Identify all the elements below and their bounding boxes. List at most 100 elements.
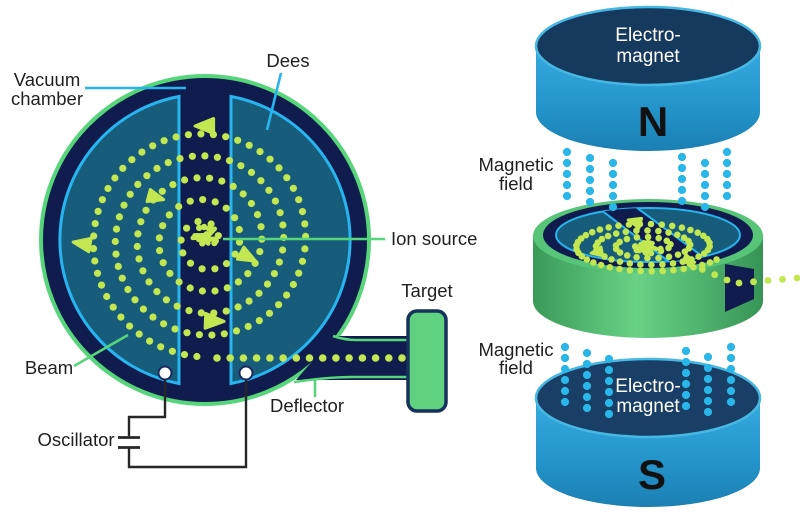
iso-scribble: [633, 239, 664, 257]
dot: [225, 157, 234, 165]
dot: [271, 197, 279, 205]
dot: [176, 155, 184, 163]
dot: [211, 265, 219, 273]
dot: [245, 297, 253, 305]
dot: [608, 256, 615, 263]
dot: [245, 141, 253, 149]
dot: [298, 257, 307, 265]
dot: [398, 354, 406, 362]
electrode-dot-right: [238, 365, 254, 381]
dot: [604, 354, 614, 364]
dot: [153, 164, 161, 172]
dot: [626, 260, 634, 267]
dot: [655, 234, 662, 242]
dot: [134, 180, 142, 188]
beam-channel: [296, 336, 412, 380]
dot: [318, 354, 327, 362]
dot: [194, 218, 202, 226]
dot: [562, 158, 572, 168]
dot: [239, 354, 248, 362]
dot: [623, 252, 631, 259]
dot: [139, 267, 147, 275]
dot: [153, 288, 161, 296]
north-pole-label: N: [638, 98, 668, 145]
dot: [186, 197, 194, 205]
dot: [143, 172, 151, 180]
dot: [184, 131, 192, 139]
dot: [677, 174, 687, 184]
dot: [665, 229, 672, 236]
dot: [89, 245, 98, 253]
dot: [104, 184, 112, 193]
dot: [183, 329, 191, 337]
dot: [604, 376, 614, 386]
dot: [155, 234, 163, 242]
dot: [213, 354, 221, 362]
dot: [562, 147, 572, 157]
dot: [655, 254, 662, 262]
dot: [183, 224, 191, 232]
dot: [149, 313, 157, 321]
dot: [295, 269, 303, 277]
dot: [111, 237, 119, 246]
electromagnet-top-face: [534, 5, 762, 87]
dot: [562, 180, 572, 190]
dot: [158, 187, 166, 195]
dot: [615, 222, 622, 229]
dot: [226, 354, 234, 362]
dot: [237, 162, 245, 170]
dot: [139, 305, 147, 313]
dot: [266, 155, 274, 163]
dot: [211, 198, 219, 206]
cyclotron-top-view: Vacuum chamber Dees Ion source Target Be…: [11, 50, 477, 469]
dot: [608, 158, 618, 168]
dot: [93, 269, 102, 277]
dot: [253, 211, 262, 219]
dot: [582, 392, 592, 402]
beam-direction-arrow: [203, 311, 226, 330]
dot: [703, 363, 713, 373]
dot: [560, 364, 570, 374]
dot: [560, 397, 570, 407]
dot: [179, 249, 187, 257]
dot: [97, 281, 106, 289]
dot: [234, 303, 242, 311]
dot: [665, 253, 673, 261]
dot: [133, 242, 141, 251]
dot: [142, 206, 150, 214]
dot: [212, 237, 219, 245]
dot: [218, 177, 226, 185]
dot: [109, 303, 117, 311]
dot: [626, 267, 634, 274]
dot: [687, 226, 694, 234]
beam-channel-bottom-edge: [293, 375, 412, 384]
dot: [604, 365, 614, 375]
dot: [234, 278, 242, 286]
magnetic-field-bottom-label-line1: Magnetic: [478, 339, 553, 360]
ion-source-label: Ion source: [391, 228, 477, 249]
dot: [257, 223, 265, 231]
dot: [164, 159, 172, 167]
dot: [608, 169, 618, 179]
beam-direction-arrow: [145, 188, 166, 204]
dot: [681, 346, 691, 356]
dot: [196, 224, 203, 232]
dot: [562, 169, 572, 179]
dot: [112, 250, 120, 258]
dot: [648, 268, 655, 275]
dot: [590, 259, 597, 266]
left-arrows: [71, 117, 258, 330]
dot: [126, 322, 134, 330]
dot: [677, 185, 687, 195]
dot: [305, 354, 314, 362]
electromagnet-bottom-label-line2: magnet: [616, 396, 680, 417]
beam-direction-arrow: [589, 245, 605, 258]
dot: [257, 177, 265, 185]
dot: [289, 184, 297, 192]
dot: [722, 169, 732, 179]
dot: [206, 174, 214, 182]
dot: [726, 342, 736, 352]
dot: [764, 277, 772, 284]
dot: [169, 181, 177, 189]
